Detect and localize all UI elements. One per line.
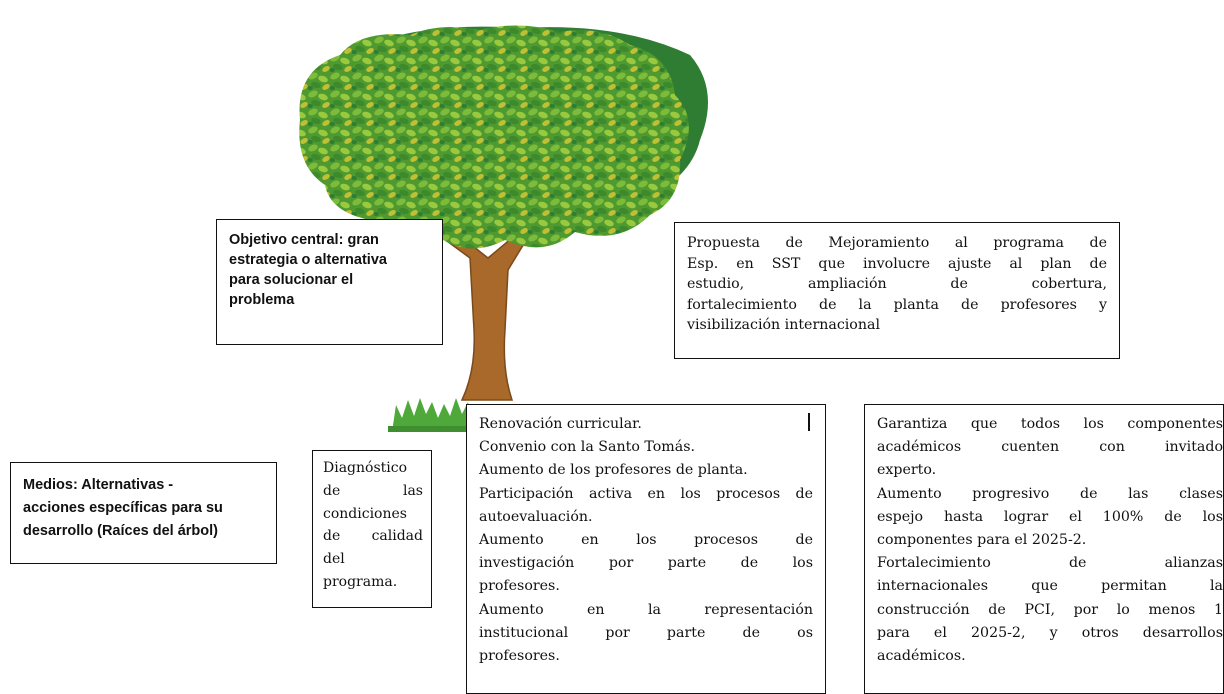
objective-text-line: Esp. en SST que involucre ajuste al plan… <box>687 255 1107 272</box>
action-item: autoevaluación. <box>479 508 593 525</box>
action-item: Aumento en los procesos de <box>479 532 813 549</box>
means-label-line: Medios: Alternativas - <box>23 477 174 493</box>
diagnosis-line: programa. <box>323 573 398 590</box>
objective-text-line: visibilización internacional <box>687 317 880 333</box>
action-item: académicos. <box>877 648 966 665</box>
action-item: Convenio con la Santo Tomás. <box>479 439 695 456</box>
tree-illustration <box>299 25 708 432</box>
objective-text-line: fortalecimiento de la planta de profesor… <box>687 296 1107 313</box>
action-item: Garantiza que todos los componentes <box>877 416 1223 432</box>
objective-text-line: Propuesta de Mejoramiento al programa de <box>687 235 1107 251</box>
problem-tree-diagram: Objetivo central: gran estrategia o alte… <box>10 25 1224 694</box>
objective-label-line: problema <box>229 292 295 308</box>
text-cursor <box>808 413 810 431</box>
action-item: experto. <box>877 462 937 479</box>
means-label-line: desarrollo (Raíces del árbol) <box>23 523 219 539</box>
action-item: Participación activa en los procesos de <box>479 485 813 502</box>
action-item: académicos cuenten con invitado <box>877 439 1223 456</box>
action-item: internacionales que permitan la <box>877 578 1223 595</box>
actions-center-box: Renovación curricular. Convenio con la S… <box>466 404 826 694</box>
objective-label-line: Objetivo central: gran <box>229 232 379 248</box>
action-item: Aumento progresivo de las clases <box>877 485 1223 502</box>
action-item: construcción de PCI, por lo menos 1 <box>877 601 1223 618</box>
action-item: Aumento en la representación <box>479 601 813 618</box>
means-label-box: Medios: Alternativas - acciones específi… <box>10 462 277 564</box>
action-item: espejo hasta lograr el 100% de los <box>877 508 1223 525</box>
diagnosis-line: del <box>323 551 345 568</box>
objective-label-line: para solucionar el <box>229 272 354 288</box>
objective-text-line: estudio, ampliación de cobertura, <box>687 276 1107 292</box>
means-label-line: acciones específicas para su <box>23 500 223 516</box>
action-item: Aumento de los profesores de planta. <box>479 462 748 479</box>
action-item: componentes para el 2025-2. <box>877 532 1087 549</box>
diagnosis-box: Diagnóstico de las condiciones de calida… <box>312 450 432 608</box>
action-item: Renovación curricular. <box>479 416 642 432</box>
diagnosis-line: condiciones <box>323 505 407 522</box>
grass-icon <box>388 398 480 432</box>
action-item: para el 2025-2, y otros desarrollos <box>877 624 1223 641</box>
action-item: investigación por parte de los <box>479 555 813 572</box>
objective-label-box: Objetivo central: gran estrategia o alte… <box>216 219 443 345</box>
actions-right-box: Garantiza que todos los componentes acad… <box>864 404 1224 694</box>
objective-text-box: Propuesta de Mejoramiento al programa de… <box>674 222 1120 359</box>
action-item: institucional por parte de os <box>479 624 813 641</box>
action-item: profesores. <box>479 648 560 665</box>
diagnosis-line: Diagnóstico <box>323 460 408 476</box>
objective-label-line: estrategia o alternativa <box>229 252 387 268</box>
action-item: Fortalecimiento de alianzas <box>877 555 1223 572</box>
action-item: profesores. <box>479 578 560 595</box>
diagnosis-line: de las <box>323 482 423 499</box>
diagnosis-line: de calidad <box>323 528 423 545</box>
